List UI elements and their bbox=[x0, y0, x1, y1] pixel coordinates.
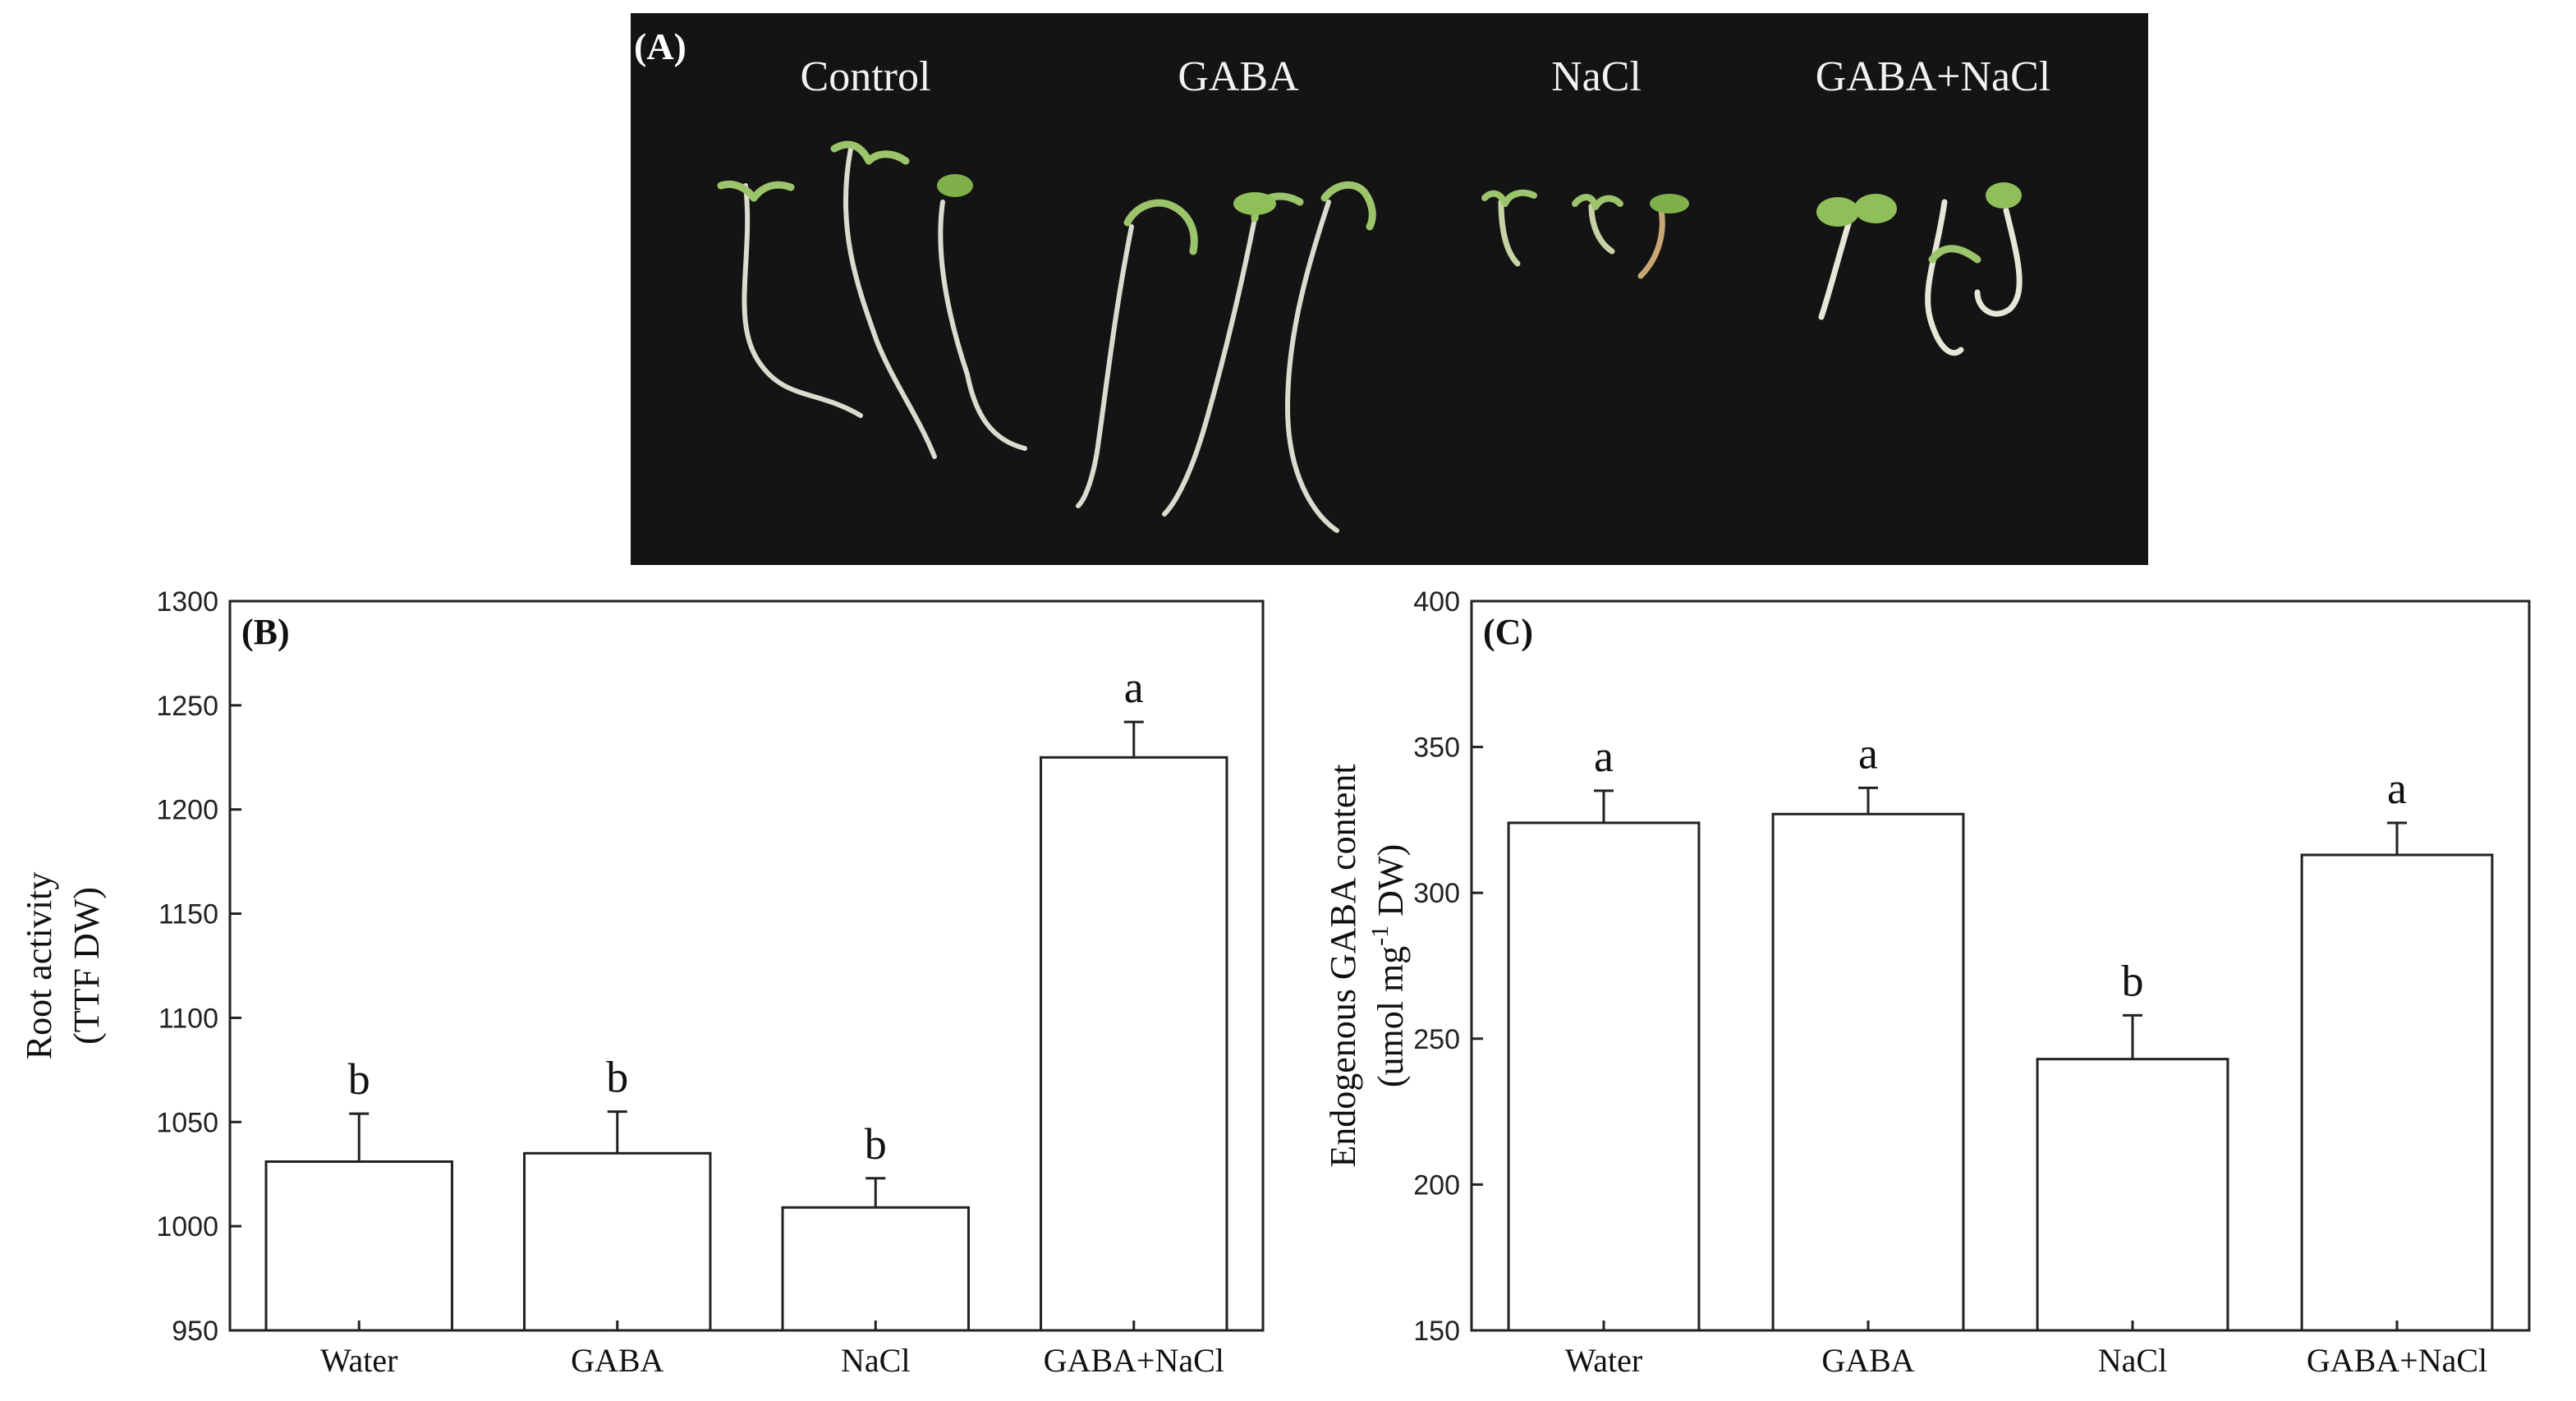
root-activity-ytick-label: 1200 bbox=[156, 795, 218, 826]
root-activity-ylabel-line2: (TTF DW) bbox=[67, 887, 107, 1045]
gaba-content-ylabel-unit-a: (umol mg bbox=[1371, 946, 1411, 1087]
root-activity-plot-frame bbox=[228, 599, 1265, 1332]
gaba-content-bar-gaba bbox=[1771, 812, 1965, 1332]
seedling-photo bbox=[717, 140, 2023, 533]
root-activity-bar-gaba-nacl bbox=[1040, 756, 1228, 1332]
gaba-content-ytick-label: 300 bbox=[1413, 878, 1460, 909]
root-activity-ytick-label: 1050 bbox=[156, 1107, 218, 1138]
photo-label-nacl: NaCl bbox=[1551, 53, 1642, 100]
root-activity-significance-nacl: b bbox=[865, 1119, 887, 1169]
root-activity-significance-gaba: b bbox=[606, 1053, 628, 1102]
gaba-content-bar-water bbox=[1507, 821, 1701, 1332]
gaba-content-ylabel-line1: Endogenous GABA content bbox=[1323, 764, 1363, 1167]
gaba-content-ytick-label: 200 bbox=[1413, 1169, 1460, 1201]
gaba-content-ytick-label: 400 bbox=[1413, 586, 1460, 618]
root-activity-ytick-label: 1150 bbox=[158, 899, 218, 930]
root-activity-category-label-water: Water bbox=[320, 1342, 398, 1379]
root-activity-category-label-gaba-nacl: GABA+NaCl bbox=[1044, 1342, 1224, 1379]
gaba-content-bar-gaba-nacl bbox=[2300, 853, 2494, 1332]
gaba-content-panel-label: (C) bbox=[1483, 612, 1533, 652]
seedling-photo-panel: (A) Control GABA NaCl GABA+NaCl bbox=[631, 13, 2148, 565]
gaba-content-significance-gaba: a bbox=[1858, 728, 1878, 778]
root-activity-panel-label: (B) bbox=[241, 612, 290, 652]
gaba-content-category-label-gaba-nacl: GABA+NaCl bbox=[2307, 1342, 2487, 1379]
root-activity-category-label-nacl: NaCl bbox=[841, 1342, 910, 1379]
gaba-content-category-label-gaba: GABA bbox=[1821, 1342, 1914, 1379]
root-activity-bar-gaba bbox=[523, 1151, 712, 1332]
gaba-content-significance-nacl: b bbox=[2122, 956, 2144, 1005]
gaba-content-plot-frame bbox=[1470, 599, 2531, 1332]
gaba-content-ylabel-line2: (umol mg-1 DW) bbox=[1366, 844, 1411, 1087]
root-activity-bar-nacl bbox=[781, 1206, 970, 1332]
seedlings-nacl bbox=[1481, 189, 1689, 279]
seedlings-control bbox=[717, 140, 1027, 459]
root-activity-category-label-gaba: GABA bbox=[571, 1342, 664, 1379]
gaba-content-significance-gaba-nacl: a bbox=[2387, 764, 2407, 813]
gaba-content-ylabel-unit-sup: -1 bbox=[1366, 926, 1394, 946]
photo-label-gaba: GABA bbox=[1178, 53, 1299, 100]
root-activity-ytick-label: 1000 bbox=[156, 1211, 218, 1243]
gaba-content-category-label-water: Water bbox=[1565, 1342, 1643, 1379]
seedlings-gaba bbox=[1076, 181, 1376, 533]
root-activity-ytick-label: 1250 bbox=[156, 691, 218, 722]
root-activity-ytick-label: 1100 bbox=[158, 1003, 218, 1034]
seedlings-gaba-nacl bbox=[1816, 182, 2023, 356]
gaba-content-bar-nacl bbox=[2036, 1058, 2229, 1332]
root-activity-ytick-label: 950 bbox=[172, 1316, 218, 1347]
root-activity-significance-water: b bbox=[348, 1054, 370, 1104]
gaba-content-ytick-label: 250 bbox=[1413, 1024, 1460, 1055]
gaba-content-ylabel: Endogenous GABA content(umol mg-1 DW) bbox=[1323, 764, 1411, 1167]
root-activity-significance-gaba-nacl: a bbox=[1124, 663, 1144, 712]
gaba-content-ytick-label: 350 bbox=[1413, 733, 1460, 764]
gaba-content-ylabel-unit-b: DW) bbox=[1371, 844, 1411, 926]
root-activity-ytick-label: 1300 bbox=[156, 586, 218, 618]
photo-label-gaba-nacl: GABA+NaCl bbox=[1815, 53, 2051, 100]
gaba-content-significance-water: a bbox=[1594, 732, 1614, 781]
root-activity-ylabel: Root activity(TTF DW) bbox=[19, 872, 107, 1060]
photo-label-control: Control bbox=[800, 53, 931, 100]
panel-label-a: (A) bbox=[634, 25, 686, 67]
gaba-content-category-label-nacl: NaCl bbox=[2098, 1342, 2167, 1379]
root-activity-ylabel-line1: Root activity bbox=[19, 872, 59, 1060]
gaba-content-ytick-label: 150 bbox=[1413, 1316, 1460, 1347]
